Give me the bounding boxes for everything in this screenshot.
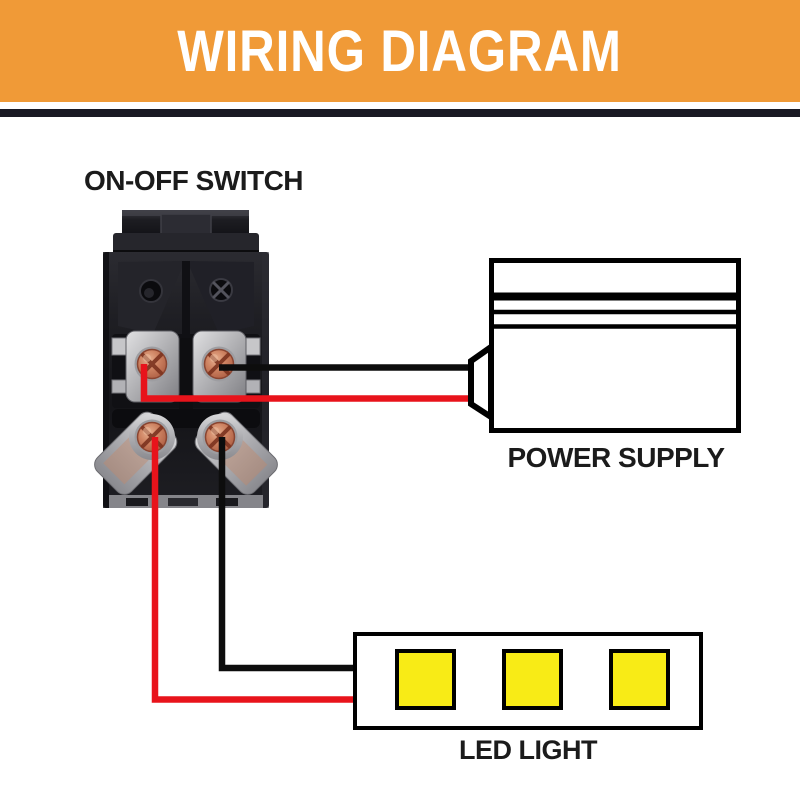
led-chip-1	[395, 649, 456, 710]
switch-rocker-tab-inset	[160, 213, 212, 236]
switch-bottom-notch	[126, 498, 148, 506]
power-supply-label: POWER SUPPLY	[507, 442, 725, 473]
terminal-side-clip	[245, 379, 261, 394]
page-title: WIRING DIAGRAM	[177, 18, 623, 84]
switch-screw-right	[209, 278, 233, 302]
led-label: LED LIGHT	[459, 735, 598, 765]
wire-red-switch-to-led	[151, 437, 360, 703]
switch-screw-left	[139, 279, 163, 303]
wire-black-switch-to-led	[218, 437, 360, 672]
switch-bottom-notch	[168, 498, 198, 506]
header-divider-bar	[0, 109, 800, 117]
switch-center-post	[179, 338, 193, 428]
switch-mounting-flange	[113, 233, 259, 254]
terminal-side-clip	[111, 337, 127, 356]
switch-label: ON-OFF SWITCH	[84, 165, 304, 196]
title-banner: WIRING DIAGRAM	[0, 0, 800, 102]
wire-red-switch-to-power	[140, 364, 470, 402]
switch-panel-center-seam	[182, 261, 190, 340]
power-supply-box	[489, 258, 741, 433]
switch-rocker-tab-highlight	[122, 210, 249, 216]
led-chip-2	[502, 649, 563, 710]
switch-body-left-edge	[103, 252, 109, 508]
power-supply-connector-funnel	[468, 341, 494, 423]
switch-body-right-edge	[262, 252, 269, 508]
power-supply-figure	[468, 258, 741, 433]
led-chip-3	[609, 649, 670, 710]
switch-bottom-notch	[216, 498, 238, 506]
led-strip-figure	[353, 632, 703, 730]
rocker-switch-photo	[94, 210, 278, 508]
terminal-side-clip	[245, 337, 261, 356]
terminal-side-clip	[111, 379, 127, 394]
